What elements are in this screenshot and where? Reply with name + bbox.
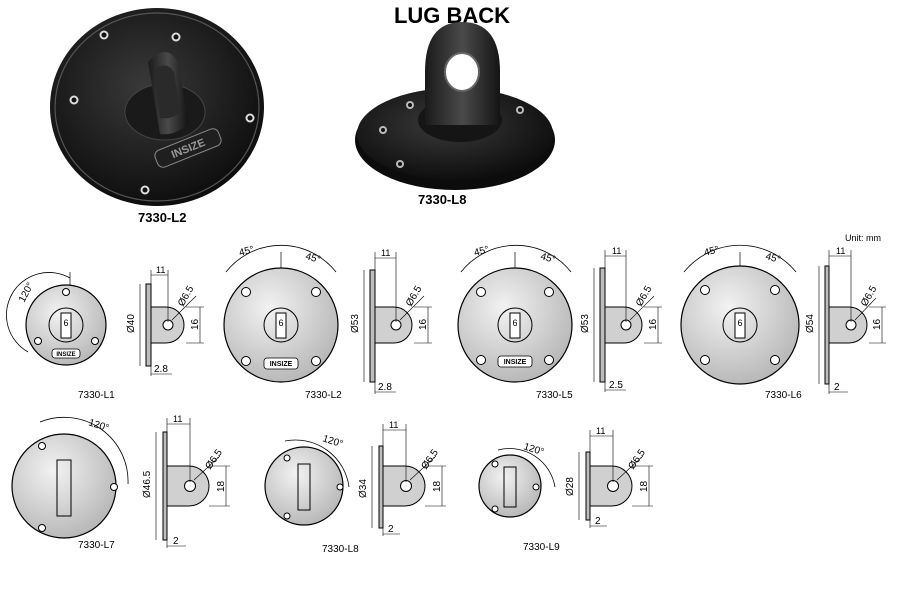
thk-label: 2 xyxy=(388,524,394,535)
logo-text: INSIZE xyxy=(56,352,75,358)
diagram-7330-l8: 120° 7330-L8 Ø34 11 Ø6.5 18 2 xyxy=(264,420,446,555)
dia-label: Ø40 xyxy=(126,314,137,333)
angle-label-2: 45° xyxy=(304,251,321,266)
model-label: 7330-L6 xyxy=(765,390,802,401)
photo-caption-l2: 7330-L2 xyxy=(138,210,187,225)
diagram-7330-l9: 120° 7330-L9 Ø28 11 Ø6.5 18 2 xyxy=(478,426,653,553)
dia-label: Ø46.5 xyxy=(142,470,153,498)
len-label: 11 xyxy=(381,248,390,258)
photo-7330-l2: INSIZE xyxy=(50,8,264,206)
photo-caption-l8: 7330-L8 xyxy=(418,192,467,207)
len-label: 11 xyxy=(389,420,398,430)
unit-label: Unit: mm xyxy=(845,233,881,243)
len-label: 11 xyxy=(156,265,165,275)
h-label: 16 xyxy=(418,318,429,330)
angle-label: 120° xyxy=(321,433,344,450)
h-label: 16 xyxy=(872,318,883,330)
model-label: 7330-L7 xyxy=(78,540,115,551)
h-label: 18 xyxy=(432,480,443,492)
hole-label: Ø6.5 xyxy=(626,447,648,471)
diagram-7330-l1: 120° 6 INSIZE 7330-L1 Ø40 11 Ø6.5 16 2.8 xyxy=(6,265,204,401)
len-label: 11 xyxy=(596,426,605,436)
center-label: 6 xyxy=(278,318,283,328)
center-label: 6 xyxy=(737,318,742,328)
model-label: 7330-L1 xyxy=(78,390,115,401)
h-label: 16 xyxy=(648,318,659,330)
thk-label: 2 xyxy=(173,536,179,547)
model-label: 7330-L5 xyxy=(536,390,573,401)
dia-label: Ø34 xyxy=(358,479,369,498)
len-label: 11 xyxy=(836,246,845,256)
hole-label: Ø6.5 xyxy=(203,447,225,471)
thk-label: 2.8 xyxy=(154,364,168,375)
center-label: 6 xyxy=(512,318,517,328)
thk-label: 2 xyxy=(834,382,840,393)
logo-text: INSIZE xyxy=(504,359,527,366)
hole-label: Ø6.5 xyxy=(176,284,197,309)
dia-label: Ø53 xyxy=(350,314,361,333)
h-label: 18 xyxy=(639,480,650,492)
angle-label: 45° xyxy=(703,244,720,259)
diagram-7330-l7: 120° 7330-L7 Ø46.5 11 Ø6.5 18 2 xyxy=(11,414,230,551)
len-label: 11 xyxy=(612,246,621,256)
hole-label: Ø6.5 xyxy=(419,447,441,471)
angle-label-2: 45° xyxy=(764,251,781,266)
angle-label: 120° xyxy=(87,417,110,434)
thk-label: 2.5 xyxy=(609,380,623,391)
dia-label: Ø53 xyxy=(580,314,591,333)
hole-label: Ø6.5 xyxy=(634,284,655,309)
model-label: 7330-L9 xyxy=(523,542,560,553)
model-label: 7330-L8 xyxy=(322,544,359,555)
center-label: 6 xyxy=(63,318,68,328)
thk-label: 2.8 xyxy=(378,382,392,393)
photo-7330-l8 xyxy=(355,22,555,190)
logo-text: INSIZE xyxy=(270,361,293,368)
hole-label: Ø6.5 xyxy=(859,284,880,309)
thk-label: 2 xyxy=(595,516,601,527)
len-label: 11 xyxy=(173,414,182,424)
hole-label: Ø6.5 xyxy=(404,284,425,309)
diagram-7330-l2: 45° 45° 6 INSIZE 7330-L2 Ø53 11 Ø6.5 16 … xyxy=(223,244,432,401)
dia-label: Ø28 xyxy=(565,477,576,496)
diagram-7330-l6: 45° 45° 6 7330-L6 Ø54 11 Ø6.5 16 2 xyxy=(680,244,886,401)
h-label: 16 xyxy=(190,318,201,330)
h-label: 18 xyxy=(216,480,227,492)
angle-label: 45° xyxy=(238,244,255,259)
dia-label: Ø54 xyxy=(805,314,816,333)
angle-label: 45° xyxy=(473,244,490,259)
diagram-7330-l5: 45° 45° 6 INSIZE 7330-L5 Ø53 11 Ø6.5 16 … xyxy=(457,244,662,401)
model-label: 7330-L2 xyxy=(305,390,342,401)
angle-label-2: 45° xyxy=(539,251,556,266)
